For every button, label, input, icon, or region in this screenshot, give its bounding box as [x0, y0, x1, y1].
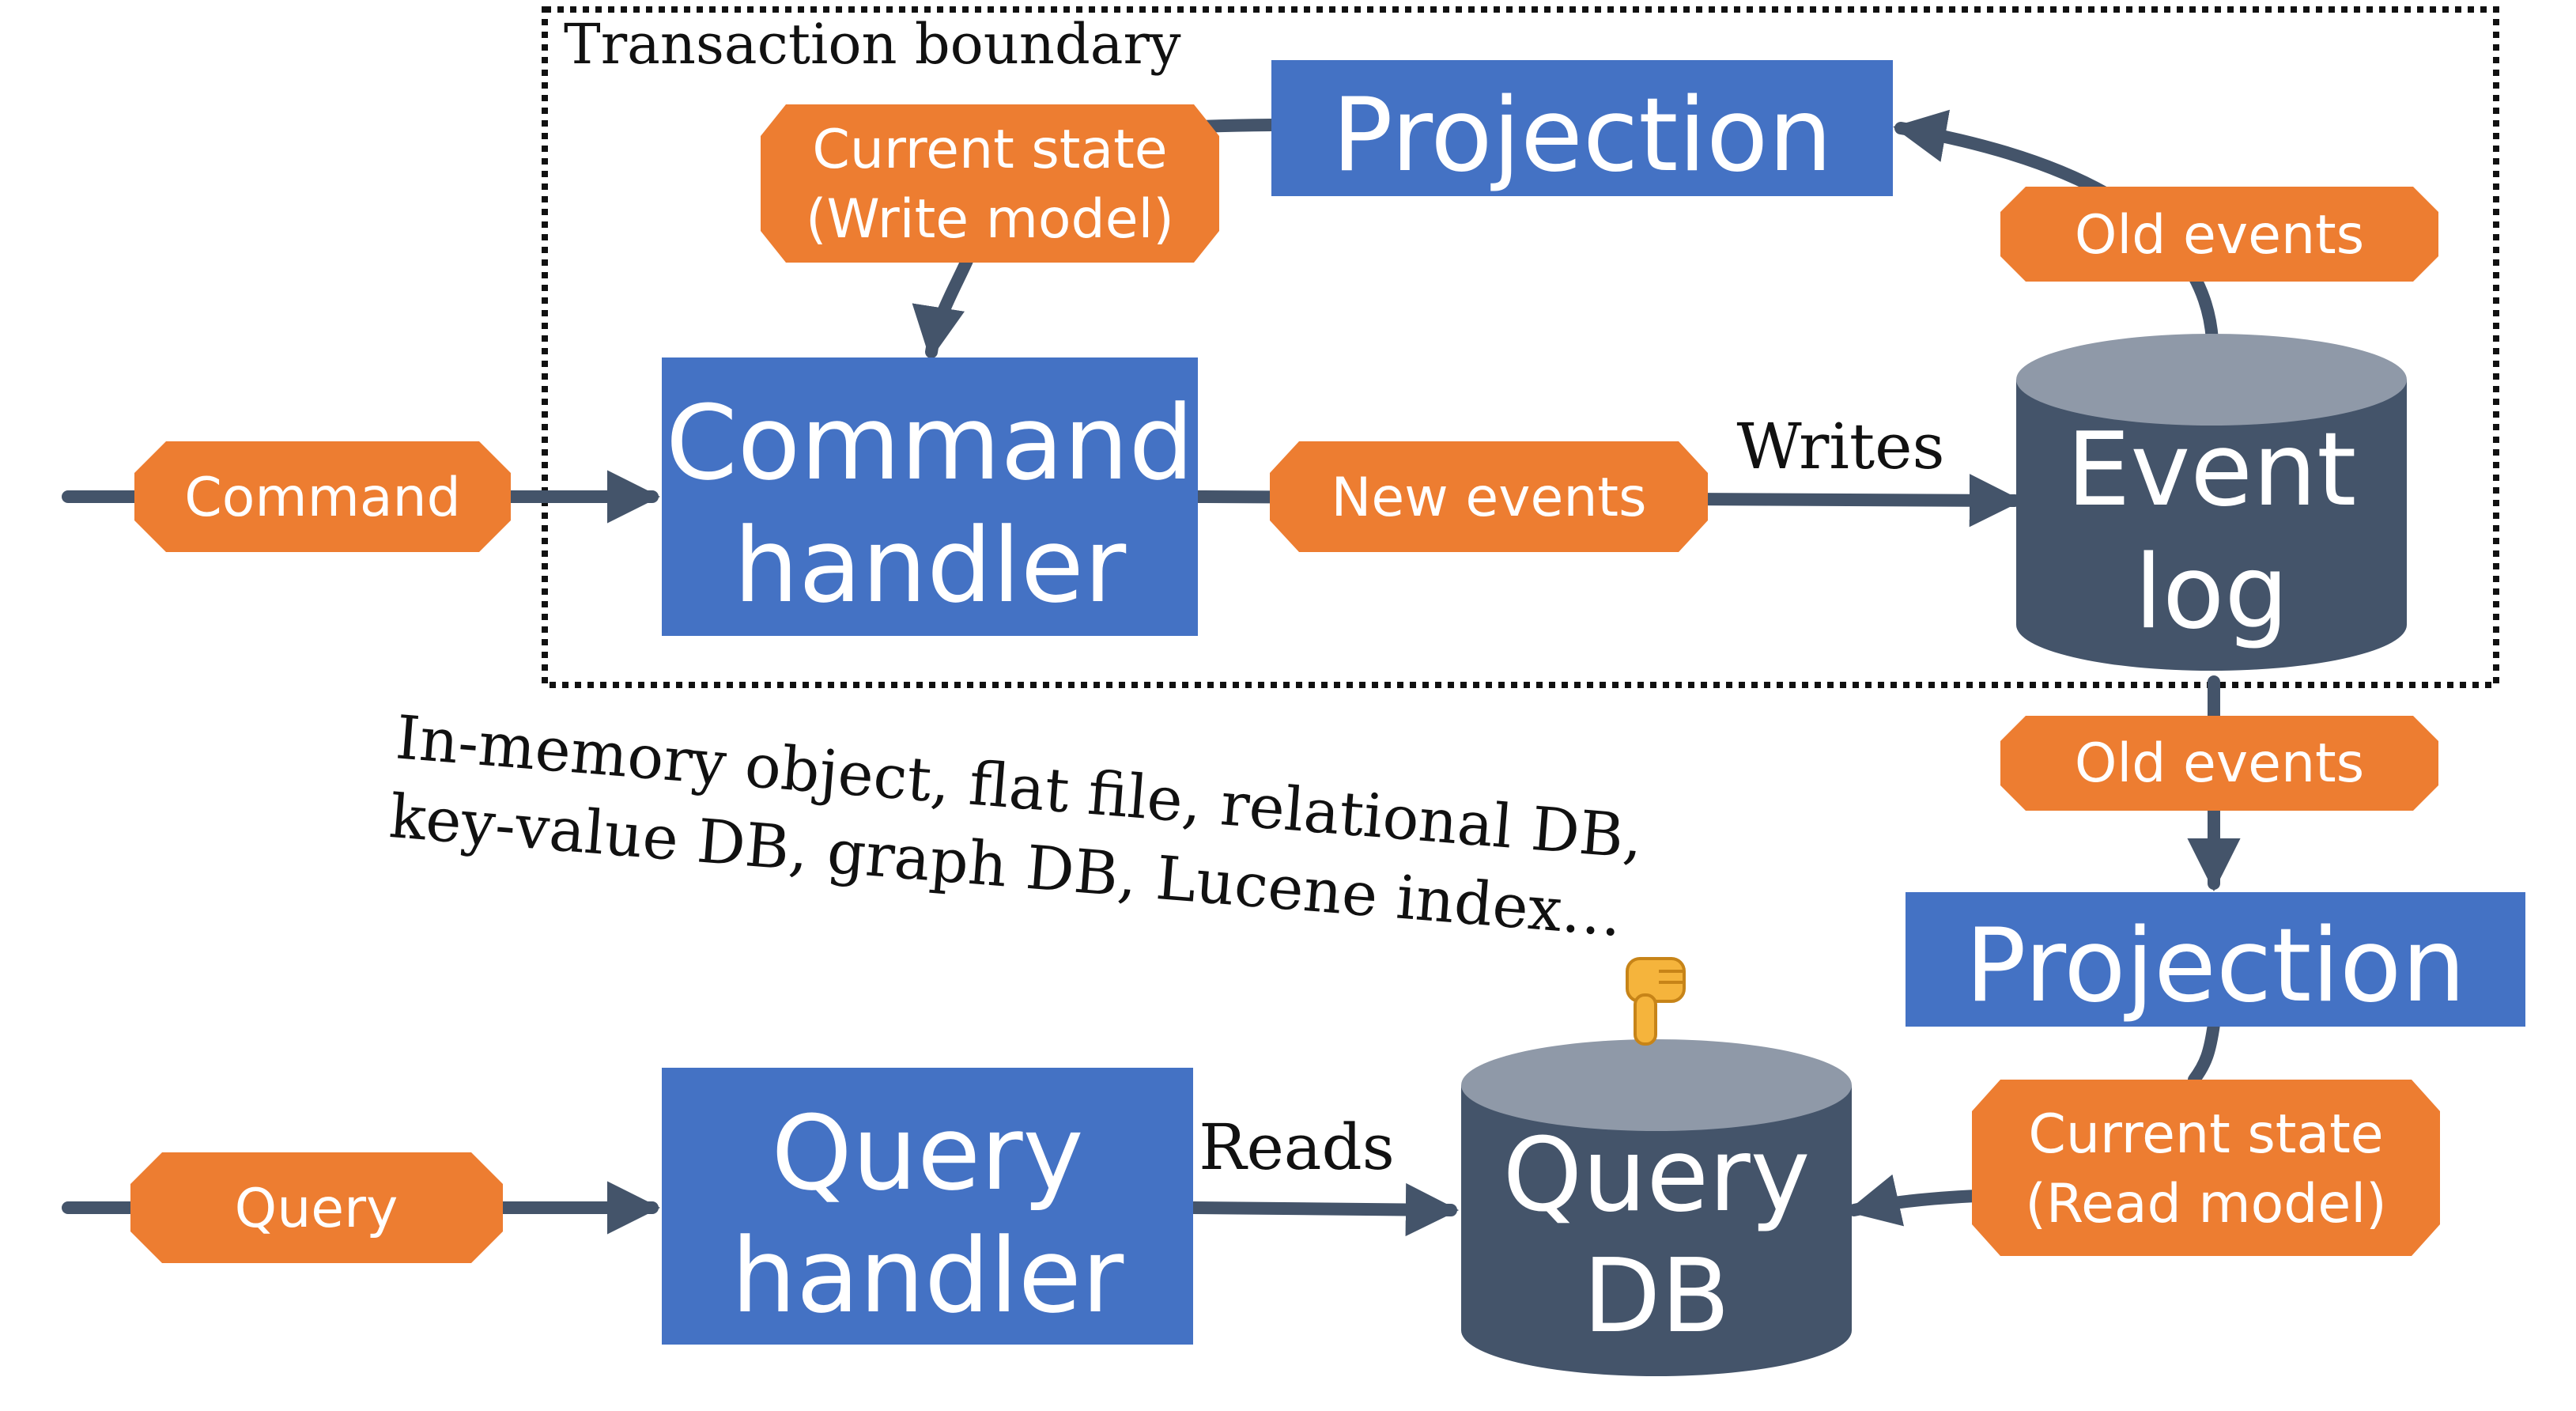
storage-options-annotation: In-memory object, flat file, relational … — [387, 702, 1645, 950]
transaction-boundary-label: Transaction boundary — [564, 12, 1181, 77]
projection-bottom-box: Projection — [1906, 892, 2525, 1027]
query-handler-box: Query handler — [662, 1068, 1193, 1345]
query-handler-label-line1: Query — [771, 1093, 1083, 1213]
event-log-label-line1: Event — [2067, 411, 2357, 529]
query-message: Query — [130, 1152, 503, 1263]
command-message: Command — [134, 441, 511, 552]
projection-bottom-to-read-model-line — [2188, 1018, 2220, 1086]
read-model-to-query-db-arrow — [1846, 1174, 1983, 1227]
query-db-label-line2: DB — [1583, 1238, 1730, 1356]
projection-top-label: Projection — [1332, 77, 1833, 195]
new-events-message-label: New events — [1331, 467, 1646, 529]
old-events-bottom-label: Old events — [2075, 732, 2364, 795]
old-events-top-message: Old events — [2000, 187, 2438, 282]
writes-label: Writes — [1736, 410, 1944, 483]
transaction-boundary — [542, 6, 2499, 688]
old-events-top-label: Old events — [2075, 204, 2364, 267]
event-log-label-line2: log — [2134, 534, 2288, 652]
projection-top-box: Projection — [1271, 60, 1893, 196]
new-events-message: New events — [1270, 441, 1708, 552]
current-state-read-model-line2: (Read model) — [2025, 1173, 2386, 1235]
current-state-write-model-message: Current state (Write model) — [761, 104, 1219, 263]
command-handler-box: Command handler — [662, 357, 1198, 636]
reads-arrow — [1188, 1182, 1460, 1237]
current-state-read-model-message: Current state (Read model) — [1972, 1080, 2440, 1256]
old-events-bottom-message: Old events — [2000, 716, 2438, 811]
write-model-to-command-handler-arrow — [912, 251, 975, 360]
query-handler-label-line2: handler — [731, 1216, 1124, 1336]
command-handler-label-line1: Command — [666, 383, 1194, 503]
projection-bottom-label: Projection — [1966, 907, 2466, 1025]
command-message-label: Command — [184, 467, 461, 529]
current-state-read-model-line1: Current state — [2028, 1103, 2383, 1166]
reads-label: Reads — [1199, 1110, 1395, 1184]
connectors — [62, 109, 2241, 1237]
query-db-label-line1: Query — [1503, 1117, 1811, 1235]
command-handler-label-line2: handler — [734, 505, 1127, 626]
current-state-write-model-line2: (Write model) — [806, 188, 1174, 251]
query-db-database: Query DB — [1461, 1039, 1852, 1376]
pointing-down-hand-icon — [1626, 957, 1686, 1046]
query-message-label: Query — [235, 1178, 398, 1240]
event-log-database: Event log — [2016, 334, 2407, 671]
current-state-write-model-line1: Current state — [812, 119, 1167, 181]
